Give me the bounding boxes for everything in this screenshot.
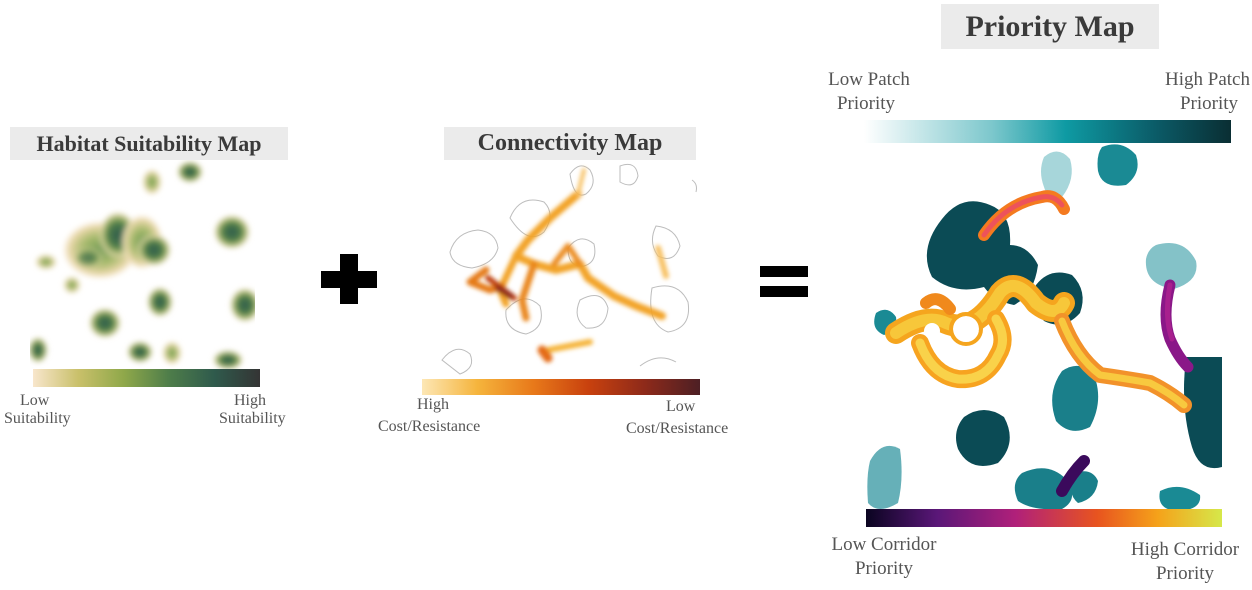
connectivity-left-line2: Cost/Resistance — [378, 418, 481, 435]
habitat-legend-low-label-2: Suitability — [4, 410, 71, 428]
connectivity-legend-left-label: High — [417, 396, 449, 414]
connectivity-legend-right-label: Low — [666, 398, 695, 416]
patch-low-line2: Priority — [836, 93, 896, 114]
patch-high-line2: Priority — [1179, 93, 1238, 114]
corridor-low-line1: Low Corridor — [831, 534, 937, 555]
habitat-high-line1: High — [234, 392, 266, 409]
habitat-low-line1: Low — [20, 392, 50, 409]
corridor-low-line2: Priority — [854, 558, 914, 579]
patch-low-line1: Low Patch — [828, 69, 910, 90]
patch-low-label: Low Patch Priority — [824, 68, 914, 116]
patch-priority-gradient — [864, 120, 1231, 143]
habitat-low-line2: Suitability — [4, 410, 71, 427]
connectivity-legend-gradient — [422, 379, 700, 395]
habitat-map-title: Habitat Suitability Map — [10, 127, 288, 160]
connectivity-right-line2: Cost/Resistance — [626, 420, 729, 437]
connectivity-map-title: Connectivity Map — [444, 127, 696, 160]
connectivity-left-line1: High — [417, 396, 449, 413]
connectivity-map — [441, 163, 697, 375]
habitat-legend-high-label-2: Suitability — [219, 410, 286, 428]
habitat-legend-gradient — [33, 369, 260, 387]
priority-map — [867, 144, 1222, 511]
patch-high-label: High Patch Priority — [1158, 68, 1250, 116]
corridor-high-line2: Priority — [1155, 563, 1215, 584]
habitat-high-line2: Suitability — [219, 410, 286, 427]
corridor-high-line1: High Corridor — [1130, 539, 1240, 560]
habitat-suitability-map — [30, 162, 255, 369]
habitat-legend-high-label: High — [234, 392, 266, 410]
priority-map-title: Priority Map — [941, 4, 1159, 49]
corridor-high-label: High Corridor Priority — [1126, 538, 1244, 586]
habitat-legend-low-label: Low — [20, 392, 49, 410]
connectivity-legend-right-label-2: Cost/Resistance — [626, 420, 728, 438]
connectivity-legend-left-label-2: Cost/Resistance — [378, 418, 480, 436]
corridor-low-label: Low Corridor Priority — [828, 533, 940, 581]
patch-high-line1: High Patch — [1165, 69, 1250, 90]
connectivity-right-line1: Low — [666, 398, 696, 415]
corridor-priority-gradient — [866, 509, 1222, 527]
